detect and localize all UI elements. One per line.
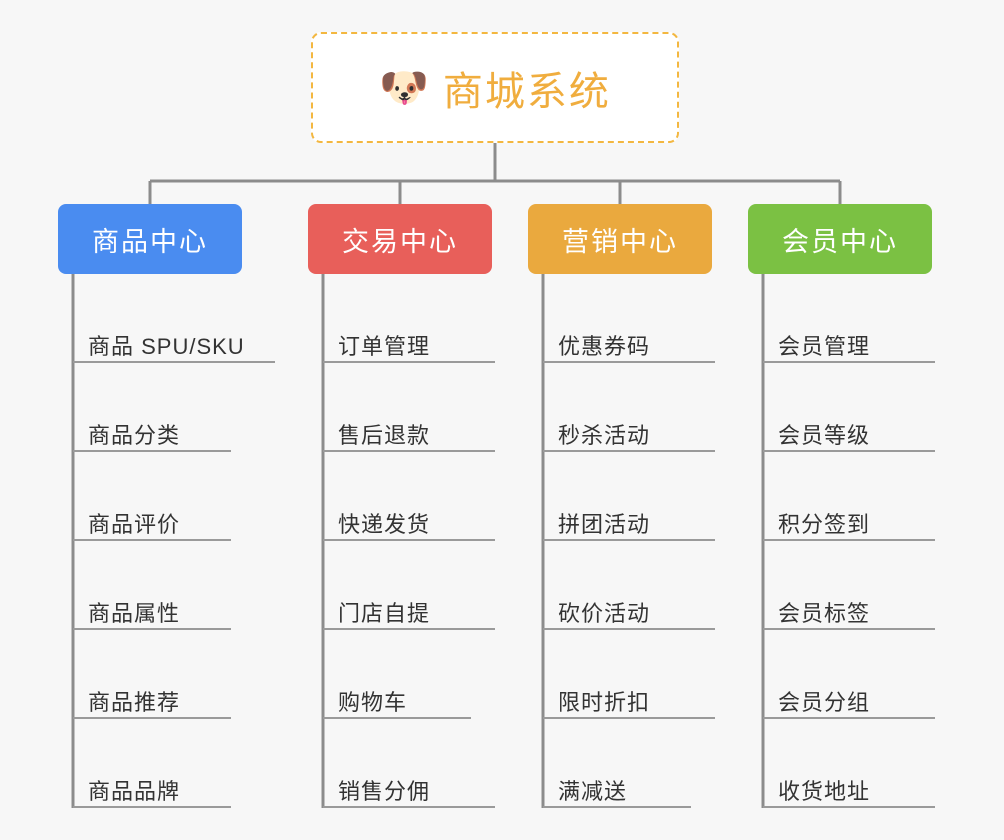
root-node[interactable]: 🐶 商城系统 — [311, 32, 679, 143]
leaf-underline — [763, 628, 935, 630]
leaf-item-label: 会员管理 — [778, 333, 871, 359]
leaf-underline — [323, 628, 495, 630]
leaf-underline — [543, 628, 715, 630]
leaf-item[interactable]: 商品 SPU/SKU — [58, 274, 275, 363]
leaf-item-label: 满减送 — [558, 778, 628, 804]
leaf-underline — [73, 450, 231, 452]
leaf-item[interactable]: 砍价活动 — [528, 541, 715, 630]
leaf-item[interactable]: 收货地址 — [748, 719, 935, 808]
leaf-item-label: 快递发货 — [338, 511, 431, 537]
category-header-3[interactable]: 会员中心 — [748, 204, 932, 274]
leaf-underline — [763, 717, 935, 719]
leaf-underline — [543, 717, 715, 719]
category-column-1: 交易中心 订单管理售后退款快递发货门店自提购物车销售分佣 — [308, 204, 495, 808]
leaf-item-label: 商品品牌 — [88, 778, 181, 804]
leaf-item[interactable]: 销售分佣 — [308, 719, 495, 808]
leaf-item[interactable]: 商品属性 — [58, 541, 242, 630]
leaf-underline — [323, 539, 495, 541]
leaf-item-label: 门店自提 — [338, 600, 431, 626]
leaf-item-label: 商品 SPU/SKU — [88, 333, 245, 359]
leaf-item-label: 优惠券码 — [558, 333, 651, 359]
leaf-underline — [543, 806, 691, 808]
leaf-underline — [323, 806, 495, 808]
leaf-item[interactable]: 商品推荐 — [58, 630, 242, 719]
category-column-2: 营销中心 优惠券码秒杀活动拼团活动砍价活动限时折扣满减送 — [528, 204, 715, 808]
leaf-item[interactable]: 商品分类 — [58, 363, 242, 452]
leaf-item-label: 积分签到 — [778, 511, 871, 537]
leaf-underline — [763, 539, 935, 541]
leaf-item-label: 限时折扣 — [558, 689, 651, 715]
leaf-item[interactable]: 会员标签 — [748, 541, 935, 630]
leaf-item-label: 商品属性 — [88, 600, 181, 626]
leaf-item-label: 会员等级 — [778, 422, 871, 448]
leaf-item[interactable]: 秒杀活动 — [528, 363, 715, 452]
leaf-item[interactable]: 会员管理 — [748, 274, 935, 363]
leaf-item-label: 会员分组 — [778, 689, 871, 715]
leaf-underline — [763, 450, 935, 452]
leaf-item-label: 拼团活动 — [558, 511, 651, 537]
leaf-item-label: 购物车 — [338, 689, 408, 715]
category-header-label: 交易中心 — [342, 226, 458, 257]
leaf-item[interactable]: 拼团活动 — [528, 452, 715, 541]
leaf-item-label: 收货地址 — [778, 778, 871, 804]
leaf-underline — [73, 628, 231, 630]
leaf-list-3: 会员管理会员等级积分签到会员标签会员分组收货地址 — [748, 274, 935, 808]
leaf-item[interactable]: 购物车 — [308, 630, 492, 719]
leaf-item-label: 商品评价 — [88, 511, 181, 537]
leaf-item[interactable]: 门店自提 — [308, 541, 495, 630]
leaf-underline — [323, 717, 471, 719]
category-header-2[interactable]: 营销中心 — [528, 204, 712, 274]
leaf-underline — [73, 539, 231, 541]
leaf-underline — [73, 806, 231, 808]
leaf-underline — [543, 450, 715, 452]
leaf-item[interactable]: 商品品牌 — [58, 719, 242, 808]
leaf-underline — [323, 450, 495, 452]
leaf-item-label: 会员标签 — [778, 600, 871, 626]
leaf-item[interactable]: 优惠券码 — [528, 274, 715, 363]
leaf-list-1: 订单管理售后退款快递发货门店自提购物车销售分佣 — [308, 274, 495, 808]
leaf-underline — [763, 806, 935, 808]
leaf-underline — [73, 717, 231, 719]
leaf-item-label: 商品推荐 — [88, 689, 181, 715]
leaf-item[interactable]: 会员等级 — [748, 363, 935, 452]
category-column-3: 会员中心 会员管理会员等级积分签到会员标签会员分组收货地址 — [748, 204, 935, 808]
leaf-item-label: 售后退款 — [338, 422, 431, 448]
leaf-item-label: 砍价活动 — [558, 600, 651, 626]
shiba-dog-face-icon: 🐶 — [379, 65, 429, 110]
leaf-item[interactable]: 限时折扣 — [528, 630, 715, 719]
category-header-label: 营销中心 — [562, 226, 678, 257]
leaf-item[interactable]: 会员分组 — [748, 630, 935, 719]
leaf-list-0: 商品 SPU/SKU 商品分类商品评价商品属性商品推荐商品品牌 — [58, 274, 275, 808]
category-header-label: 商品中心 — [92, 226, 208, 257]
leaf-item[interactable]: 售后退款 — [308, 363, 495, 452]
leaf-item[interactable]: 商品评价 — [58, 452, 242, 541]
leaf-item-label: 销售分佣 — [338, 778, 431, 804]
leaf-list-2: 优惠券码秒杀活动拼团活动砍价活动限时折扣满减送 — [528, 274, 715, 808]
leaf-item[interactable]: 积分签到 — [748, 452, 935, 541]
leaf-underline — [323, 361, 495, 363]
leaf-item-label: 订单管理 — [338, 333, 431, 359]
leaf-underline — [543, 361, 715, 363]
leaf-underline — [763, 361, 935, 363]
category-header-label: 会员中心 — [782, 226, 898, 257]
leaf-item[interactable]: 订单管理 — [308, 274, 495, 363]
leaf-underline — [73, 361, 275, 363]
leaf-item[interactable]: 满减送 — [528, 719, 712, 808]
category-header-1[interactable]: 交易中心 — [308, 204, 492, 274]
leaf-underline — [543, 539, 715, 541]
leaf-item-label: 秒杀活动 — [558, 422, 651, 448]
leaf-item-label: 商品分类 — [88, 422, 181, 448]
root-title: 商城系统 — [442, 69, 611, 114]
category-header-0[interactable]: 商品中心 — [58, 204, 242, 274]
category-column-0: 商品中心 商品 SPU/SKU 商品分类商品评价商品属性商品推荐商品品牌 — [58, 204, 275, 808]
leaf-item[interactable]: 快递发货 — [308, 452, 495, 541]
